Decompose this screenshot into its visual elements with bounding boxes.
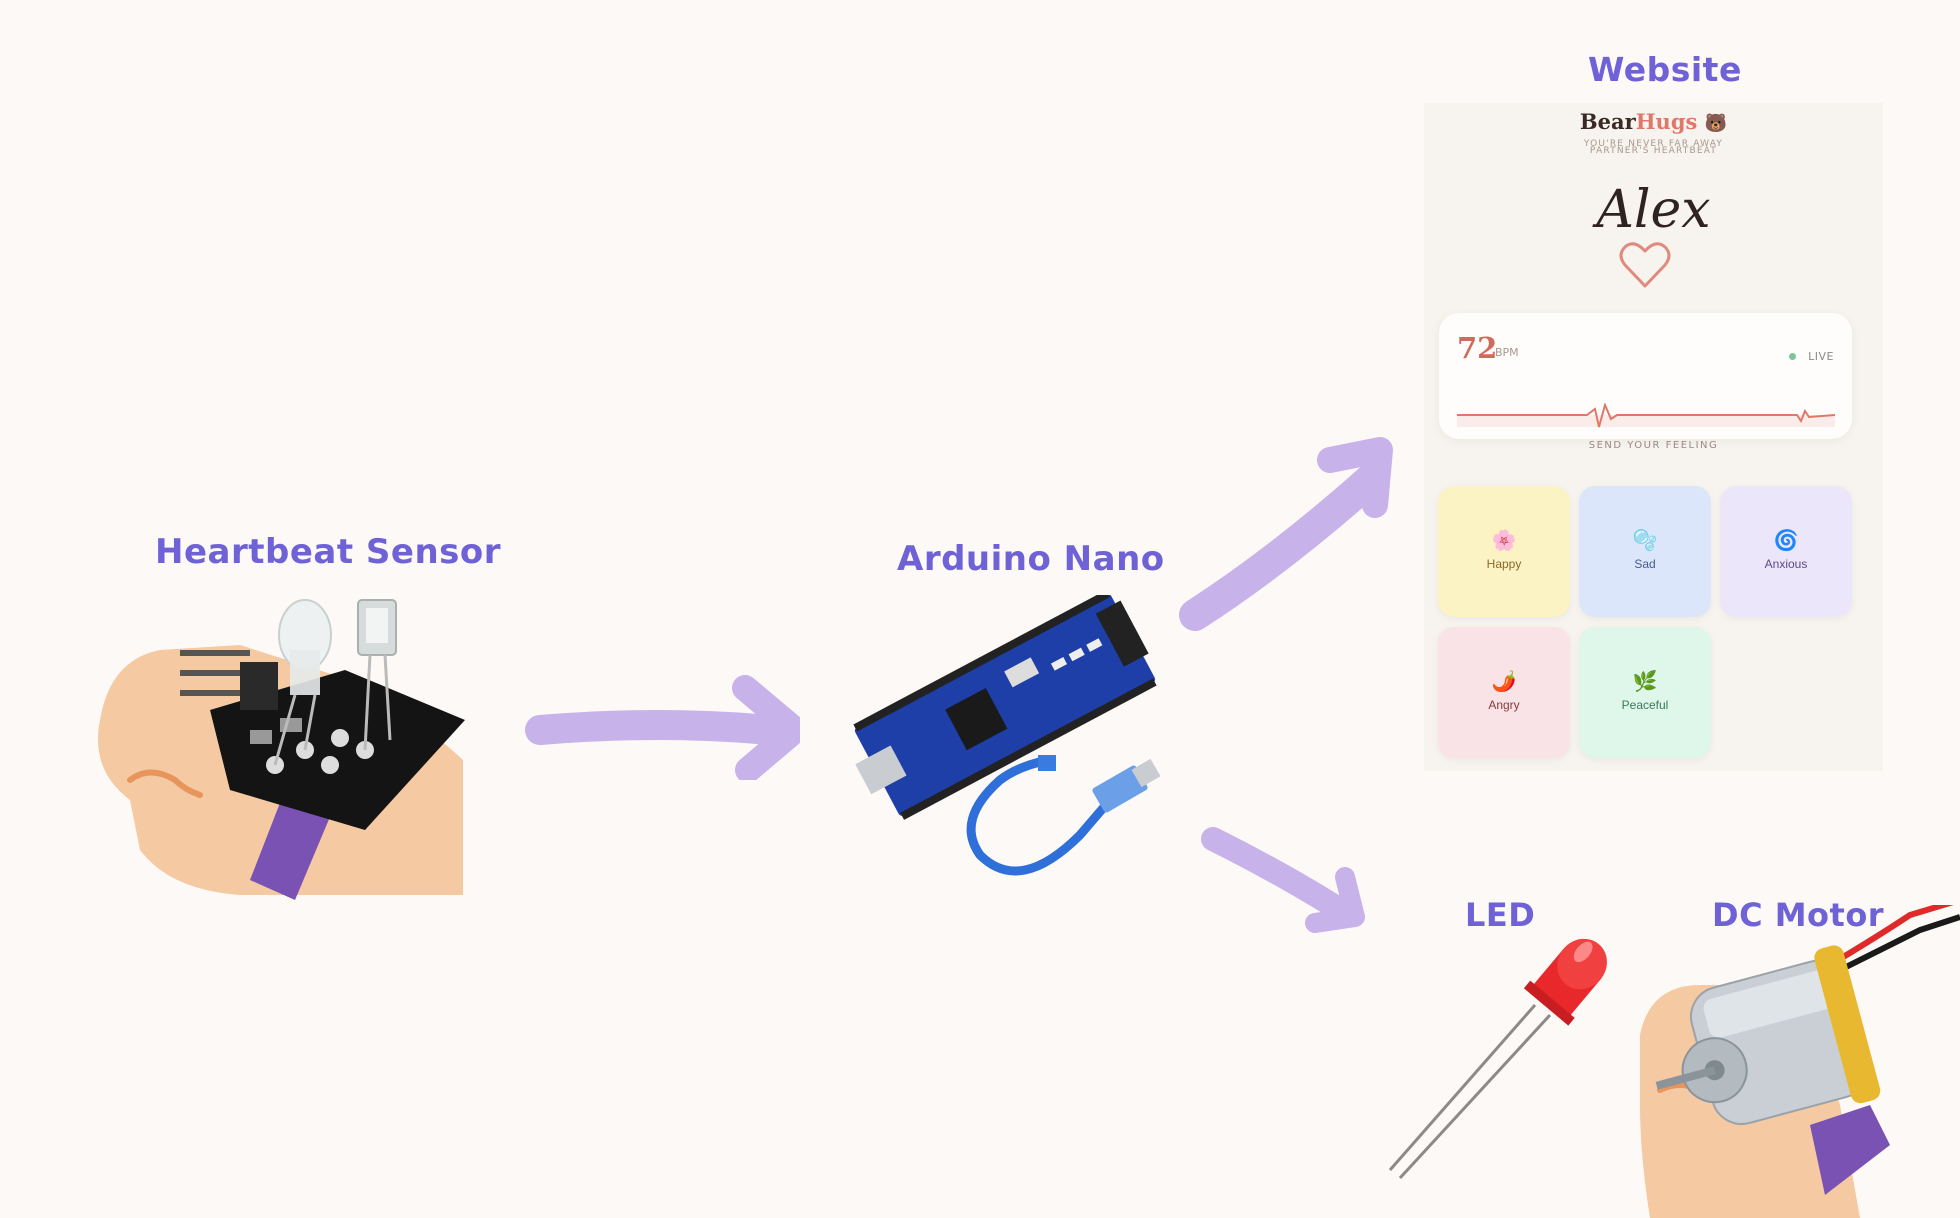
tagline: YOU'RE NEVER FAR AWAY <box>1583 139 1724 149</box>
website-label: Website <box>1588 50 1742 89</box>
send-feeling-label: SEND YOUR FEELING <box>1588 440 1719 451</box>
led-illustration <box>1388 938 1607 1180</box>
spiral-icon: 🌀 <box>1773 528 1799 552</box>
live-status: LIVE <box>1808 350 1834 363</box>
mood-button-happy[interactable]: 🌸 Happy <box>1438 486 1570 617</box>
mood-label-angry: Angry <box>1488 698 1520 712</box>
mood-label-sad: Sad <box>1634 557 1656 571</box>
mood-button-peaceful[interactable]: 🌿 Peaceful <box>1579 627 1711 758</box>
heart-rate-card: 72 BPM LIVE <box>1439 313 1852 439</box>
herb-icon: 🌿 <box>1632 669 1658 693</box>
dc-motor-label: DC Motor <box>1712 896 1885 934</box>
heartbeat-subtitle: PARTNER'S HEARTBEAT <box>1589 146 1718 156</box>
led-label: LED <box>1465 896 1536 934</box>
bubbles-icon: 🫧 <box>1632 528 1658 552</box>
partner-name: Alex <box>1596 180 1711 240</box>
arduino-nano-label: Arduino Nano <box>897 539 1165 579</box>
bear-icon: 🐻 <box>1704 113 1728 134</box>
brand-logo: BearHugs 🐻 <box>1424 109 1883 134</box>
heartbeat-waveform <box>1457 403 1835 428</box>
mood-label-peaceful: Peaceful <box>1621 698 1669 712</box>
flower-icon: 🌸 <box>1491 528 1517 552</box>
mood-label-happy: Happy <box>1486 557 1522 571</box>
mood-button-sad[interactable]: 🫧 Sad <box>1579 486 1711 617</box>
bpm-value: 72 <box>1457 331 1498 365</box>
mood-button-anxious[interactable]: 🌀 Anxious <box>1720 486 1852 617</box>
brand-suffix: Hugs <box>1635 109 1698 134</box>
arrow-arduino-to-led <box>1201 827 1365 933</box>
mood-button-angry[interactable]: 🌶️ Angry <box>1438 627 1570 758</box>
mood-label-anxious: Anxious <box>1764 557 1808 571</box>
brand-prefix: Bear <box>1579 109 1636 134</box>
heartbeat-sensor-illustration <box>98 599 465 900</box>
arrow-arduino-to-website <box>1179 437 1393 631</box>
live-dot-icon <box>1789 353 1796 360</box>
arduino-nano-illustration <box>853 595 1160 876</box>
heart-outline-icon <box>1619 242 1671 288</box>
website-mockup: BearHugs 🐻 YOU'RE NEVER FAR AWAY PARTNER… <box>1424 103 1883 771</box>
bpm-unit: BPM <box>1495 346 1519 359</box>
arrow-sensor-to-arduino <box>525 675 800 780</box>
dc-motor-illustration <box>1640 905 1960 1218</box>
heartbeat-sensor-label: Heartbeat Sensor <box>155 532 502 572</box>
chili-pepper-icon: 🌶️ <box>1491 669 1517 693</box>
